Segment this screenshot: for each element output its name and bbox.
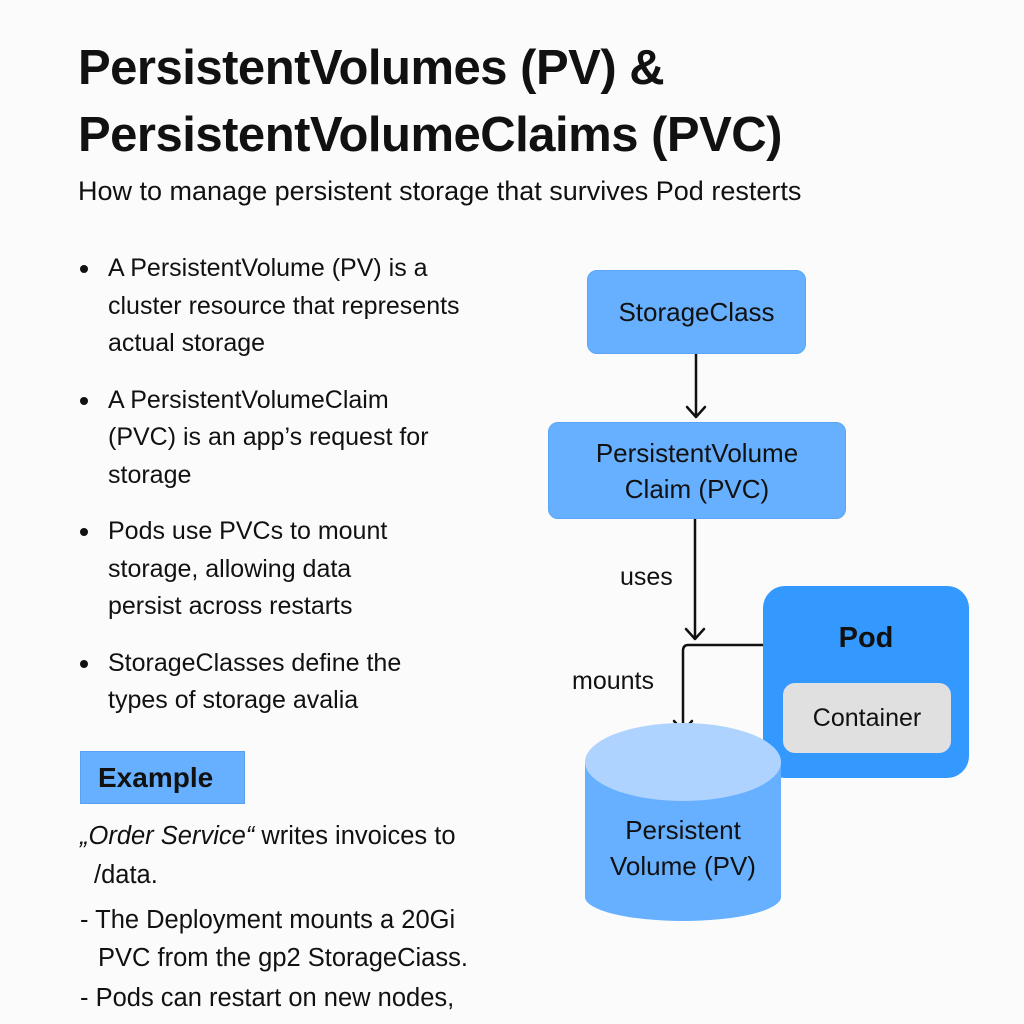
example-text: writes invoices to bbox=[254, 822, 456, 850]
pvc-label-2: Claim (PVC) bbox=[624, 473, 770, 504]
bullet-item: A PersistentVolumeClaim (PVC) is an app’… bbox=[78, 382, 458, 495]
container-box: Container bbox=[783, 683, 951, 753]
service-name: „Order Service“ bbox=[80, 822, 255, 850]
storageclass-label: StorageClass bbox=[618, 297, 775, 327]
pod-label: Pod bbox=[838, 622, 894, 654]
title-line-1: PersistentVolumes (PV) & bbox=[78, 41, 665, 95]
pv-label: Persistent Volume (PV) bbox=[584, 812, 782, 884]
bullet-list: A PersistentVolume (PV) is a cluster res… bbox=[78, 250, 498, 739]
pv-label-2: Volume (PV) bbox=[610, 851, 756, 881]
title-line-2: PersistentVolumeClaims (PVC) bbox=[78, 108, 782, 162]
example-heading: Example bbox=[80, 751, 245, 804]
storageclass-box: StorageClass bbox=[587, 270, 806, 354]
example-line-2: /data. bbox=[94, 861, 158, 889]
example-line-5: - Pods can restart on new nodes, bbox=[80, 984, 455, 1012]
pv-label-1: Persistent bbox=[625, 815, 741, 845]
pvc-label-1: PersistentVolume bbox=[595, 437, 799, 468]
bullet-item: A PersistentVolume (PV) is a cluster res… bbox=[78, 250, 468, 363]
bullet-item: Pods use PVCs to mount storage, allowing… bbox=[78, 513, 428, 626]
bullet-item: StorageClasses define the types of stora… bbox=[78, 645, 448, 720]
example-line-1: „Order Service“ writes invoices to bbox=[80, 822, 456, 851]
uses-label: uses bbox=[620, 563, 673, 591]
arrow-pod-mounts-pv bbox=[681, 643, 766, 732]
mounts-label: mounts bbox=[572, 667, 654, 695]
pv-cylinder: Persistent Volume (PV) bbox=[584, 722, 782, 922]
example-line-3: - The Deployment mounts a 20Gi bbox=[80, 906, 456, 934]
cylinder-shape bbox=[585, 723, 781, 921]
pvc-box: PersistentVolume Claim (PVC) bbox=[548, 422, 846, 519]
subtitle: How to manage persistent storage that su… bbox=[78, 176, 802, 206]
example-line-4: PVC from the gp2 StorageCiass. bbox=[98, 944, 468, 972]
pod-box: Pod Container bbox=[763, 586, 969, 778]
